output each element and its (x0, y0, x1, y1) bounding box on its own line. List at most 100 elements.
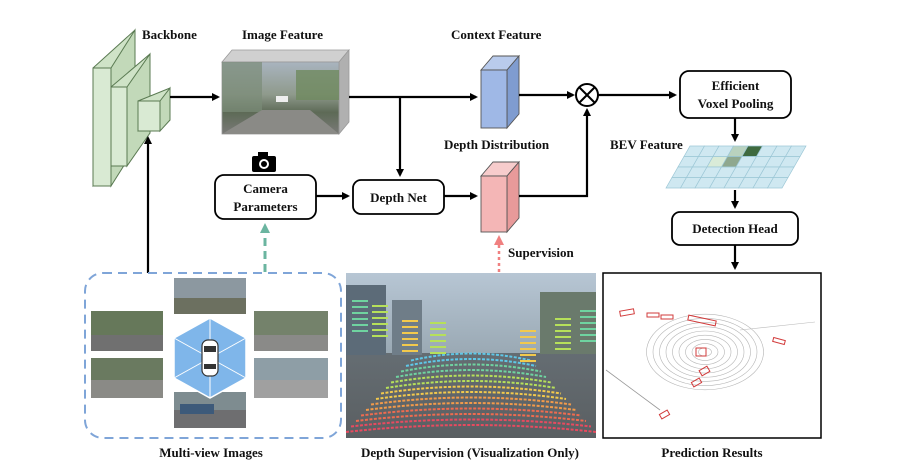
depth-point-column (352, 306, 368, 308)
lidar-ring (672, 330, 738, 374)
backbone-block (92, 28, 171, 188)
depth-point-column (372, 305, 388, 307)
depth-point-column (372, 323, 388, 325)
depth-scan-line (385, 380, 557, 389)
detection-box (690, 377, 703, 388)
lidar-ring (685, 339, 725, 365)
depth-net-label: Depth Net (370, 190, 427, 205)
depth-point-column (430, 352, 446, 354)
depth-scan-line (405, 358, 537, 367)
depth-scan-line (380, 385, 562, 395)
depth-point-column (520, 354, 536, 356)
depth-scan-line (400, 363, 542, 373)
backbone-label: Backbone (142, 27, 197, 42)
depth-point-column (520, 336, 536, 338)
camera-parameters-line2: Parameters (233, 199, 297, 214)
depth-scan-line (360, 407, 582, 417)
depth-point-column (402, 344, 418, 346)
depth-point-column (555, 336, 571, 338)
camera-icon (252, 152, 276, 172)
depth-point-column (430, 334, 446, 336)
depth-scan-line (370, 396, 572, 406)
car-icon (201, 339, 219, 377)
depth-point-column (372, 311, 388, 313)
detection-head-label: Detection Head (692, 221, 778, 236)
lidar-ring (646, 313, 764, 391)
lidar-ring (659, 322, 751, 382)
depth-point-column (520, 342, 536, 344)
efficient-voxel-pooling-line1: Efficient (712, 78, 760, 93)
multi-view-images-panel (84, 272, 342, 439)
depth-point-column (520, 330, 536, 332)
bev-cell (766, 177, 789, 189)
depth-point-column (580, 322, 596, 324)
image-feature-block (221, 48, 350, 136)
depth-point-column (402, 338, 418, 340)
depth-net-box: Depth Net (352, 179, 445, 215)
depth-scan-line (390, 374, 552, 384)
prediction-results-panel (602, 272, 822, 439)
depth-point-column (352, 318, 368, 320)
multi-view-images-label: Multi-view Images (159, 445, 263, 460)
prediction-results-label: Prediction Results (661, 445, 762, 460)
depth-distribution-block (480, 160, 520, 234)
depth-point-column (555, 318, 571, 320)
depth-point-column (352, 312, 368, 314)
depth-point-column (430, 340, 446, 342)
circle-times-icon (575, 83, 599, 107)
depth-point-column (580, 310, 596, 312)
depth-point-column (402, 332, 418, 334)
bev-feature-grid (665, 145, 807, 189)
depth-point-column (352, 330, 368, 332)
depth-supervision-image (345, 273, 597, 438)
depth-point-column (555, 342, 571, 344)
lidar-ring (691, 343, 719, 361)
depth-scan-line (375, 391, 567, 400)
depth-point-column (520, 348, 536, 350)
depth-distribution-label: Depth Distribution (444, 137, 550, 152)
depth-point-column (352, 300, 368, 302)
detection-box (695, 347, 707, 357)
context-feature-label: Context Feature (451, 27, 542, 42)
efficient-voxel-pooling-box: Efficient Voxel Pooling (679, 70, 792, 119)
depth-scan-line (410, 352, 532, 362)
depth-point-column (555, 348, 571, 350)
depth-scan-line (355, 413, 587, 422)
depth-point-column (352, 324, 368, 326)
depth-point-column (402, 326, 418, 328)
flow-arrows (144, 91, 739, 273)
depth-point-column (402, 320, 418, 322)
context-feature-block (480, 54, 520, 130)
depth-scan-line (395, 369, 547, 378)
depth-point-column (430, 328, 446, 330)
camera-parameters-line1: Camera (243, 181, 288, 196)
depth-point-column (372, 329, 388, 331)
detection-box (658, 409, 671, 420)
depth-point-column (555, 324, 571, 326)
depth-supervision-label: Depth Supervision (Visualization Only) (361, 445, 579, 460)
efficient-voxel-pooling-line2: Voxel Pooling (698, 96, 774, 111)
detection-box (646, 312, 660, 318)
lidar-ring (678, 334, 732, 370)
depth-point-column (580, 328, 596, 330)
detection-box (698, 365, 711, 377)
lidar-ring (665, 326, 745, 378)
bev-feature-label: BEV Feature (610, 137, 683, 152)
depth-point-column (372, 335, 388, 337)
detection-box (619, 308, 635, 317)
depth-point-column (372, 317, 388, 319)
depth-point-column (520, 360, 536, 362)
depth-point-column (580, 316, 596, 318)
detection-box (687, 314, 717, 327)
depth-point-column (580, 340, 596, 342)
image-feature-label: Image Feature (242, 27, 323, 42)
detection-head-box: Detection Head (671, 211, 799, 246)
detection-box (772, 336, 786, 346)
supervision-label: Supervision (508, 245, 575, 260)
depth-point-column (430, 322, 446, 324)
depth-point-column (555, 330, 571, 332)
camera-parameters-box: Camera Parameters (214, 174, 317, 220)
depth-point-column (580, 334, 596, 336)
detection-box (660, 314, 674, 320)
